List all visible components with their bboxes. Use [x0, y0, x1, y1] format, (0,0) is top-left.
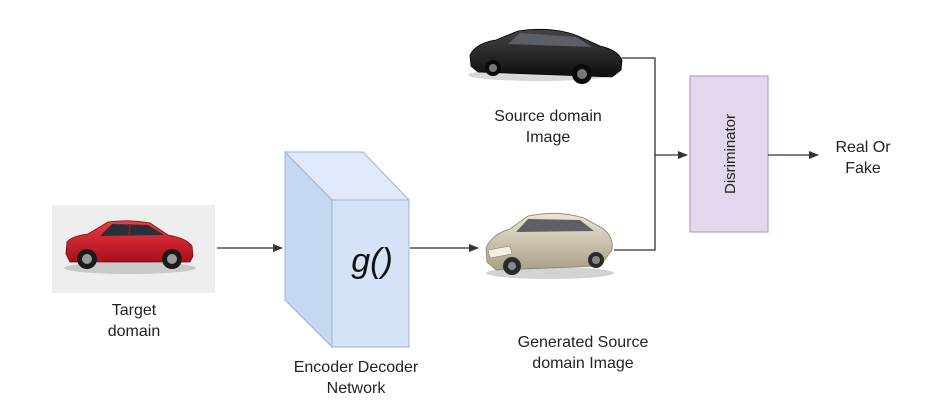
encoder-decoder-label: Encoder Decoder Network [293, 359, 419, 397]
discriminator-box: Disriminator [689, 75, 769, 233]
discriminator-label: Disriminator [722, 114, 739, 194]
generated-source-label: Generated Source domain Image [517, 334, 649, 372]
encoder-function-label: g() [351, 242, 393, 280]
edge-source-to-discriminator [622, 57, 656, 155]
edges [217, 57, 819, 252]
source-domain-image [468, 28, 623, 84]
output-label: Real Or Fake [835, 139, 891, 177]
generated-source-image [485, 213, 614, 279]
target-domain-image [52, 205, 215, 293]
source-domain-label: Source domain Image [494, 108, 602, 146]
edge-generated-to-discriminator [614, 151, 688, 251]
encoder-decoder-block: g() [283, 150, 411, 349]
target-domain-label: Target domain [107, 302, 161, 340]
